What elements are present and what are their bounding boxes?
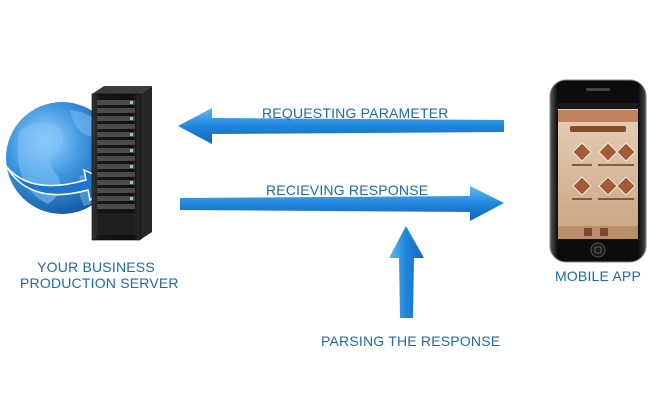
server-label: YOUR BUSINESS PRODUCTION SERVER xyxy=(20,259,179,292)
parse-label: PARSING THE RESPONSE xyxy=(321,333,501,349)
mobile-app-label: MOBILE APP xyxy=(554,268,642,284)
request-label: REQUESTING PARAMETER xyxy=(262,105,449,121)
smartphone-icon xyxy=(549,79,647,263)
response-label: RECIEVING RESPONSE xyxy=(266,182,429,198)
server-rack-icon xyxy=(91,86,152,241)
server-label-line1: YOUR BUSINESS xyxy=(37,259,155,275)
server-label-line2: PRODUCTION SERVER xyxy=(20,275,179,292)
response-arrow xyxy=(180,186,504,221)
request-arrow xyxy=(178,108,504,144)
parse-arrow xyxy=(389,226,424,318)
